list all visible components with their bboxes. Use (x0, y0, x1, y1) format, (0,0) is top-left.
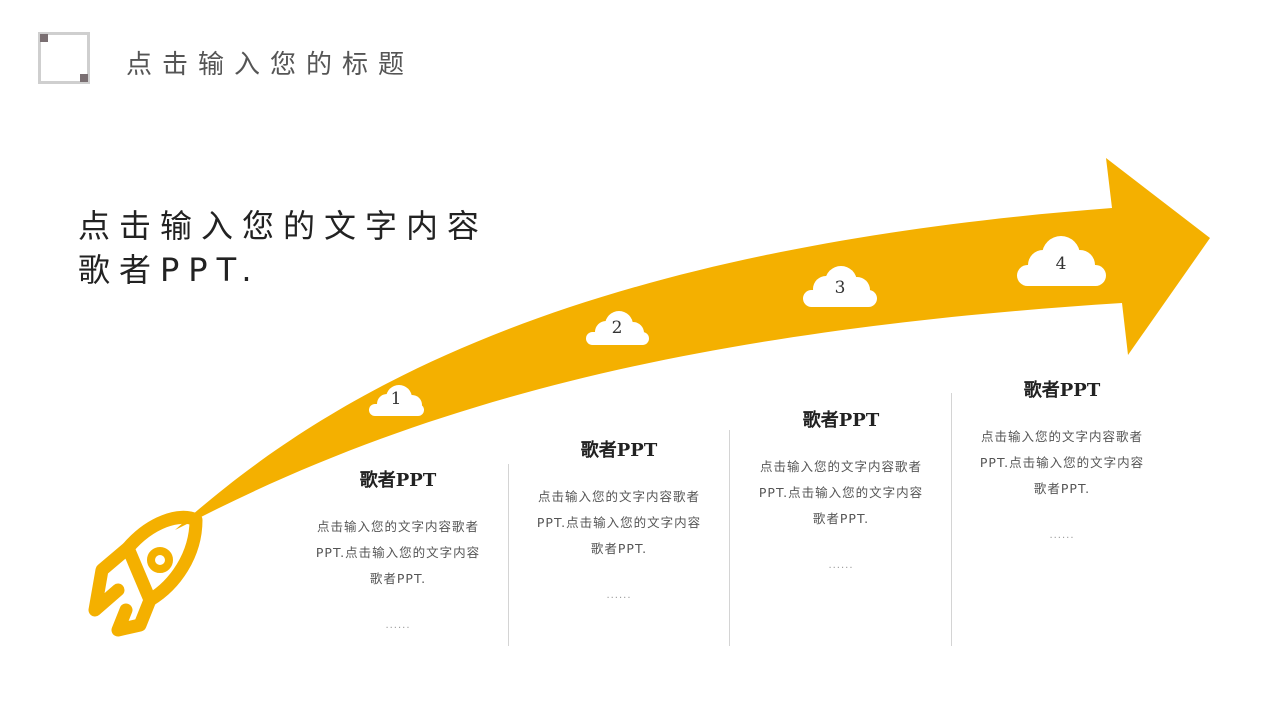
step-description[interactable]: 点击输入您的文字内容歌者PPT.点击输入您的文字内容歌者PPT. (315, 519, 481, 586)
step-ellipsis: ...... (1049, 530, 1075, 541)
cloud-shapes (369, 236, 1106, 416)
step-ellipsis: ...... (606, 590, 632, 601)
cloud-shape-1 (369, 385, 424, 416)
column-divider (951, 393, 952, 646)
step-description[interactable]: 点击输入您的文字内容歌者PPT.点击输入您的文字内容歌者PPT. (758, 459, 924, 526)
cloud-shape-3 (803, 266, 877, 307)
column-divider (508, 464, 509, 646)
step-title[interactable]: 歌者PPT (802, 410, 880, 431)
step-column-2: 歌者PPT 点击输入您的文字内容歌者PPT.点击输入您的文字内容歌者PPT. .… (519, 436, 719, 601)
step-ellipsis: ...... (385, 620, 411, 631)
cloud-number-1: 1 (390, 389, 402, 409)
step-description[interactable]: 点击输入您的文字内容歌者PPT.点击输入您的文字内容歌者PPT. (979, 429, 1145, 496)
step-column-4: 歌者PPT 点击输入您的文字内容歌者PPT.点击输入您的文字内容歌者PPT. .… (962, 376, 1162, 541)
column-divider (729, 430, 730, 646)
headline-line-2: 歌者PPT. (78, 251, 261, 289)
step-title[interactable]: 歌者PPT (1023, 380, 1101, 401)
headline-text[interactable]: 点击输入您的文字内容 歌者PPT. (78, 204, 548, 292)
cloud-shape-4 (1017, 236, 1106, 286)
logo-corner-dot (80, 74, 88, 82)
cloud-shape-2 (586, 311, 649, 345)
step-ellipsis: ...... (828, 560, 854, 571)
page-title[interactable]: 点击输入您的标题 (126, 50, 415, 80)
headline-line-1: 点击输入您的文字内容 (78, 207, 489, 245)
step-title[interactable]: 歌者PPT (580, 440, 658, 461)
rocket-icon (88, 510, 203, 637)
cloud-number-3: 3 (834, 278, 846, 298)
step-column-3: 歌者PPT 点击输入您的文字内容歌者PPT.点击输入您的文字内容歌者PPT. .… (741, 406, 941, 571)
logo-corner-dot (40, 34, 48, 42)
step-description[interactable]: 点击输入您的文字内容歌者PPT.点击输入您的文字内容歌者PPT. (536, 489, 702, 556)
square-frame-logo (38, 32, 90, 84)
cloud-number-4: 4 (1055, 254, 1067, 274)
curved-arrow (175, 158, 1210, 530)
step-column-1: 歌者PPT 点击输入您的文字内容歌者PPT.点击输入您的文字内容歌者PPT. .… (298, 466, 498, 631)
cloud-number-2: 2 (611, 318, 623, 338)
step-title[interactable]: 歌者PPT (359, 470, 437, 491)
